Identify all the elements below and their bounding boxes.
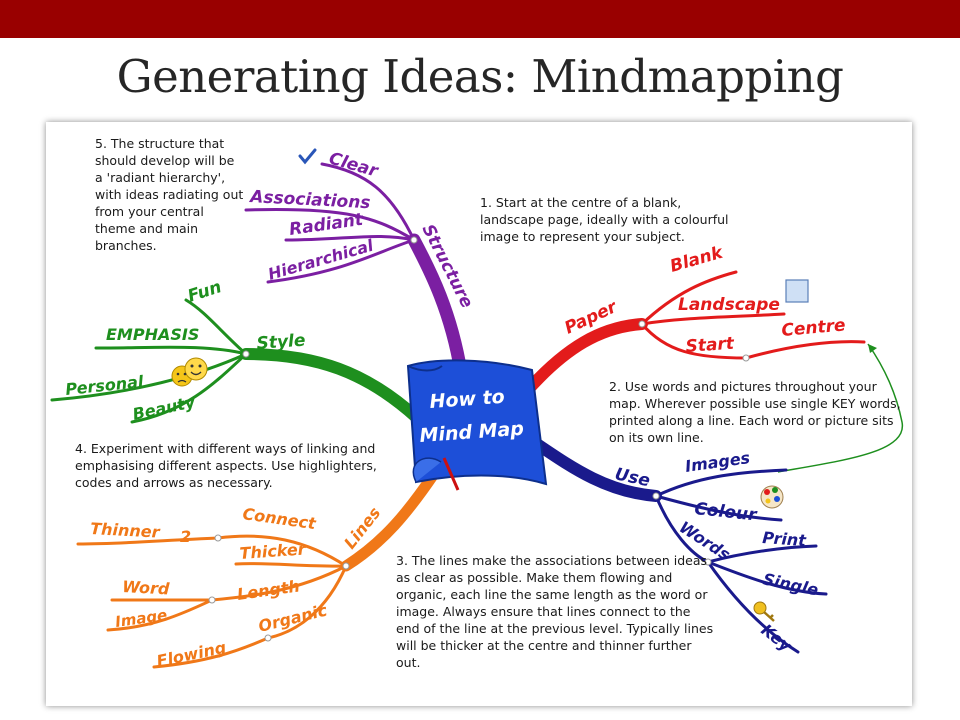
branch-lines: [76, 468, 440, 669]
word-landscape: Landscape: [678, 295, 780, 315]
branch-style: [50, 298, 422, 424]
word-thinner: Thinner: [90, 519, 161, 542]
word-colour: Colour: [693, 499, 759, 526]
word-personal: Personal: [64, 372, 144, 399]
word-emphasis: EMPHASIS: [106, 325, 199, 344]
word-beauty: Beauty: [131, 392, 197, 424]
word-thicker: Thicker: [239, 539, 307, 563]
top-accent-bar: [0, 0, 960, 38]
word-image: Image: [114, 606, 168, 631]
word-clear: Clear: [327, 149, 382, 182]
note-3: 3. The lines make the associations betwe…: [396, 553, 714, 670]
center-title-line1: How to: [429, 386, 506, 413]
smiley-icon: [171, 357, 208, 387]
word-start: Start: [685, 334, 736, 357]
word-radiant: Radiant: [288, 210, 365, 240]
mindmap-canvas: Clear Associations Radiant Hierarchical …: [50, 148, 903, 671]
branch-structure: [244, 162, 468, 379]
mindmap-frame: Clear Associations Radiant Hierarchical …: [46, 122, 912, 706]
slide-title: Generating Ideas: Mindmapping: [116, 50, 844, 103]
arrow-head: [868, 344, 877, 353]
key-icon: [753, 601, 775, 622]
center-node: How to Mind Map: [406, 359, 548, 491]
branch-paper: [520, 270, 866, 398]
word-print: Print: [762, 528, 808, 550]
word-organic: Organic: [256, 600, 329, 636]
branch-use: [528, 436, 828, 654]
link-arrow: [777, 343, 903, 473]
branch-label-style: Style: [256, 331, 306, 354]
word-length: Length: [236, 576, 301, 604]
word-two: 2: [180, 527, 191, 546]
word-word: Word: [122, 577, 171, 598]
note-5: 5. The structure that should develop wil…: [95, 136, 244, 253]
word-centre: Centre: [781, 315, 847, 341]
note-2: 2. Use words and pictures throughout you…: [609, 379, 901, 445]
word-blank: Blank: [668, 242, 727, 276]
word-flowing: Flowing: [155, 638, 228, 671]
node-dots: [208, 236, 750, 642]
picture-icon: [785, 279, 809, 303]
note-1: 1. Start at the centre of a blank, lands…: [480, 195, 729, 244]
word-fun: Fun: [185, 277, 224, 307]
note-4: 4. Experiment with different ways of lin…: [75, 441, 377, 490]
word-connect: Connect: [241, 504, 318, 533]
palette-icon: [760, 485, 784, 509]
word-single: Single: [761, 569, 820, 599]
check-icon: [298, 148, 317, 165]
pencil-icon: [442, 457, 460, 491]
